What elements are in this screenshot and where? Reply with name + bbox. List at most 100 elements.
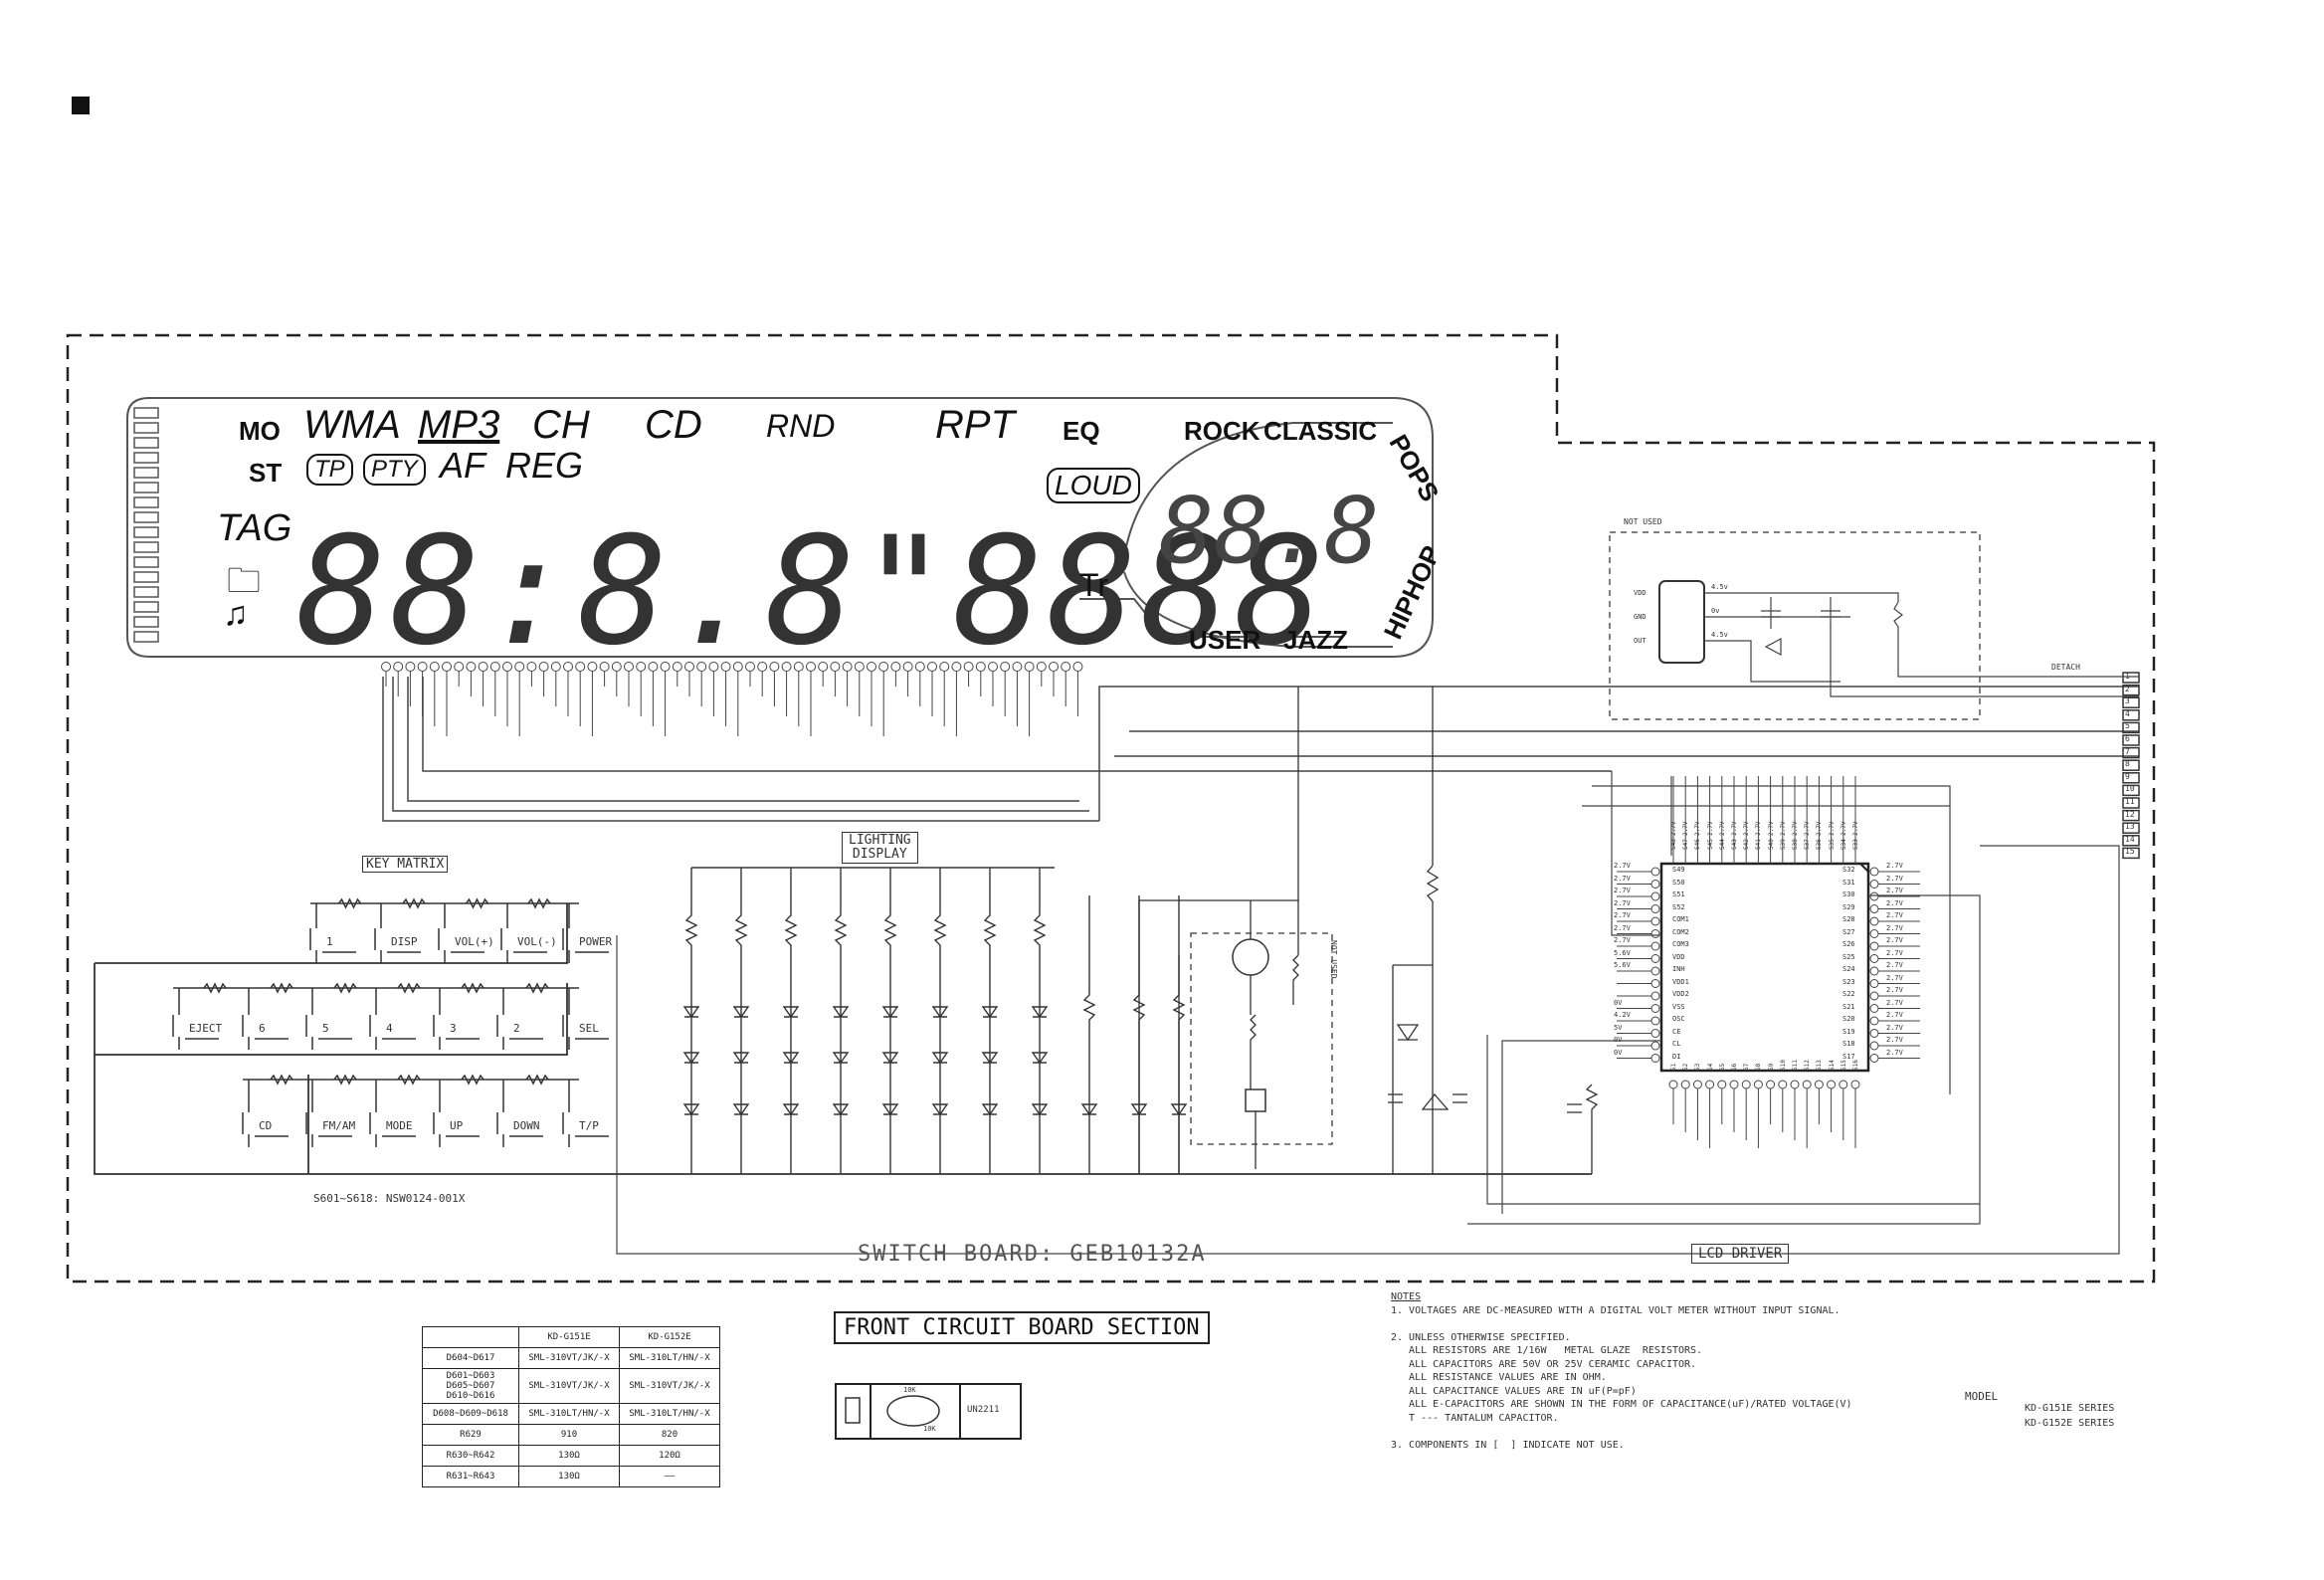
note-line: ALL CAPACITANCE VALUES ARE IN uF(P=pF) — [1391, 1385, 1637, 1397]
ic-right-pin: S31 — [1842, 878, 1855, 887]
ic-top-pin: S41 — [1755, 839, 1763, 850]
ic-top-pin: S43 — [1731, 839, 1738, 850]
parts-cell: SML-310LT/HN/-X — [518, 1403, 620, 1425]
ic-left-pin: COM2 — [1672, 927, 1689, 936]
lcd-rock: ROCK — [1184, 416, 1260, 446]
ic-right-volt: 2.7V — [1886, 911, 1903, 919]
note-line: 2. UNLESS OTHERWISE SPECIFIED. — [1391, 1331, 1571, 1343]
key-sel: SEL — [579, 1022, 599, 1035]
detach-label: DETACH — [2051, 663, 2080, 672]
connector-pin-6: 6 — [2125, 734, 2130, 743]
eq-arc-lower — [1123, 571, 1393, 648]
parts-cell: D608~D609~D618 — [422, 1403, 519, 1425]
connector-pin-13: 13 — [2125, 822, 2135, 832]
ic-top-pin: S47 — [1682, 839, 1690, 850]
note-line: T --- TANTALUM CAPACITOR. — [1391, 1412, 1559, 1424]
ic-left-volt: 5V — [1614, 1023, 1623, 1032]
parts-cell: SML-310VT/JK/-X — [518, 1368, 620, 1404]
ic-top-volt: 2.7V — [1792, 821, 1799, 836]
lcd-outline — [126, 397, 1434, 658]
transistor-q — [1232, 938, 1269, 976]
lcd-rnd: RND — [766, 408, 836, 444]
ic-left-pin: CE — [1672, 1027, 1681, 1036]
connector-pin-12: 12 — [2125, 809, 2135, 819]
ic-top-pin: S40 — [1767, 839, 1775, 850]
note-line — [1391, 1425, 1852, 1439]
ic-top-volt: 2.7V — [1731, 821, 1738, 836]
lcd-bus — [382, 677, 2139, 822]
key-eject: EJECT — [189, 1022, 223, 1035]
r-bot-label: 10K — [923, 1425, 936, 1433]
parts-cell: R631~R643 — [422, 1466, 519, 1487]
ic-top-volt: 2.7V — [1840, 821, 1847, 836]
front-section-title: FRONT CIRCUIT BOARD SECTION — [834, 1311, 1210, 1344]
ic-top-pin: S45 — [1706, 839, 1714, 850]
lcd-driver-ic — [1659, 862, 1870, 1073]
ic-bottom-pin: S8 — [1755, 1063, 1763, 1071]
lcd-main-digits: 88:8.8"8888 — [296, 505, 1329, 679]
ic-top-volt: 2.7V — [1706, 821, 1714, 836]
key-2: 2 — [513, 1022, 520, 1035]
connector-pin-7: 7 — [2125, 746, 2130, 756]
lcd-mo: MO — [239, 416, 281, 446]
ic-top-pin: S37 — [1804, 839, 1812, 850]
ic-top-volt: 2.7V — [1670, 821, 1677, 836]
ic-top-volt: 2.7V — [1852, 821, 1859, 836]
ic-left-pin: S51 — [1672, 890, 1685, 898]
ic-right-pin: S17 — [1842, 1052, 1855, 1061]
note-line: 3. COMPONENTS IN [ ] INDICATE NOT USE. — [1391, 1439, 1625, 1451]
ic-right-volt: 2.7V — [1886, 961, 1903, 969]
connector-pin-9: 9 — [2125, 771, 2130, 781]
lcd-classic: CLASSIC — [1263, 416, 1378, 446]
key-tp: T/P — [579, 1119, 599, 1132]
ic-left-pin: CL — [1672, 1040, 1681, 1048]
ic-right-volt: 2.7V — [1886, 862, 1903, 870]
lcd-st: ST — [249, 458, 283, 488]
parts-cell: D604~D617 — [422, 1347, 519, 1369]
parts-cell: SML-310LT/HN/-X — [619, 1347, 720, 1369]
parts-cell: 130Ω — [518, 1466, 620, 1487]
ic-bottom-pin: S12 — [1804, 1060, 1812, 1071]
lcd-reg: REG — [505, 445, 584, 486]
ic-left-volt: 5.6V — [1614, 961, 1631, 969]
model-2: KD-G152E SERIES — [2025, 1418, 2115, 1429]
ic-top-pin: S38 — [1792, 839, 1799, 850]
ic-bottom-pin: S9 — [1767, 1063, 1775, 1071]
reg-v1: 4.5v — [1711, 583, 1728, 591]
lcd-mp3: MP3 — [418, 403, 500, 447]
note-line: 1. VOLTAGES ARE DC-MEASURED WITH A DIGIT… — [1391, 1304, 1840, 1316]
key-power: POWER — [579, 935, 613, 948]
ic-left-pin: VDD1 — [1672, 977, 1689, 986]
key-fmam: FM/AM — [322, 1119, 356, 1132]
parts-cell: SML-310VT/JK/-X — [619, 1368, 720, 1404]
reg-v2: 0v — [1711, 607, 1720, 615]
key-mode: MODE — [386, 1119, 413, 1132]
lcd-wma: WMA — [303, 403, 401, 447]
key-5: 5 — [322, 1022, 329, 1035]
ic-bottom-pin: S11 — [1792, 1060, 1799, 1071]
lighting-label-line1: LIGHTING — [849, 833, 911, 848]
lcd-ch: CH — [532, 403, 590, 447]
ic-left-pin: VDD2 — [1672, 990, 1689, 998]
connector-pin-1: 1 — [2125, 672, 2130, 681]
ic-top-volt: 2.7V — [1694, 821, 1702, 836]
ic-left-pin: OSC — [1672, 1015, 1685, 1023]
ic-top-pin: S33 — [1852, 839, 1859, 850]
ic-bottom-pin: S16 — [1852, 1060, 1859, 1071]
key-down: DOWN — [513, 1119, 540, 1132]
lcd-tag: TAG — [217, 507, 292, 549]
lcd-jazz: JAZZ — [1283, 625, 1348, 655]
ic-right-pin: S30 — [1842, 890, 1855, 898]
parts-cell: 820 — [619, 1424, 720, 1446]
ic-left-volt: 2.7V — [1614, 898, 1631, 907]
ic-bottom-pin: S6 — [1731, 1063, 1738, 1071]
ic-left-volt: 5.6V — [1614, 948, 1631, 957]
tr-bracket — [1079, 598, 1343, 638]
ic-bottom-pin: S15 — [1840, 1060, 1847, 1071]
reg-out: OUT — [1634, 637, 1646, 645]
parts-cell: 910 — [518, 1424, 620, 1446]
ic-left-volt: 0V — [1614, 1036, 1623, 1044]
ic-left-volt: 2.7V — [1614, 911, 1631, 919]
